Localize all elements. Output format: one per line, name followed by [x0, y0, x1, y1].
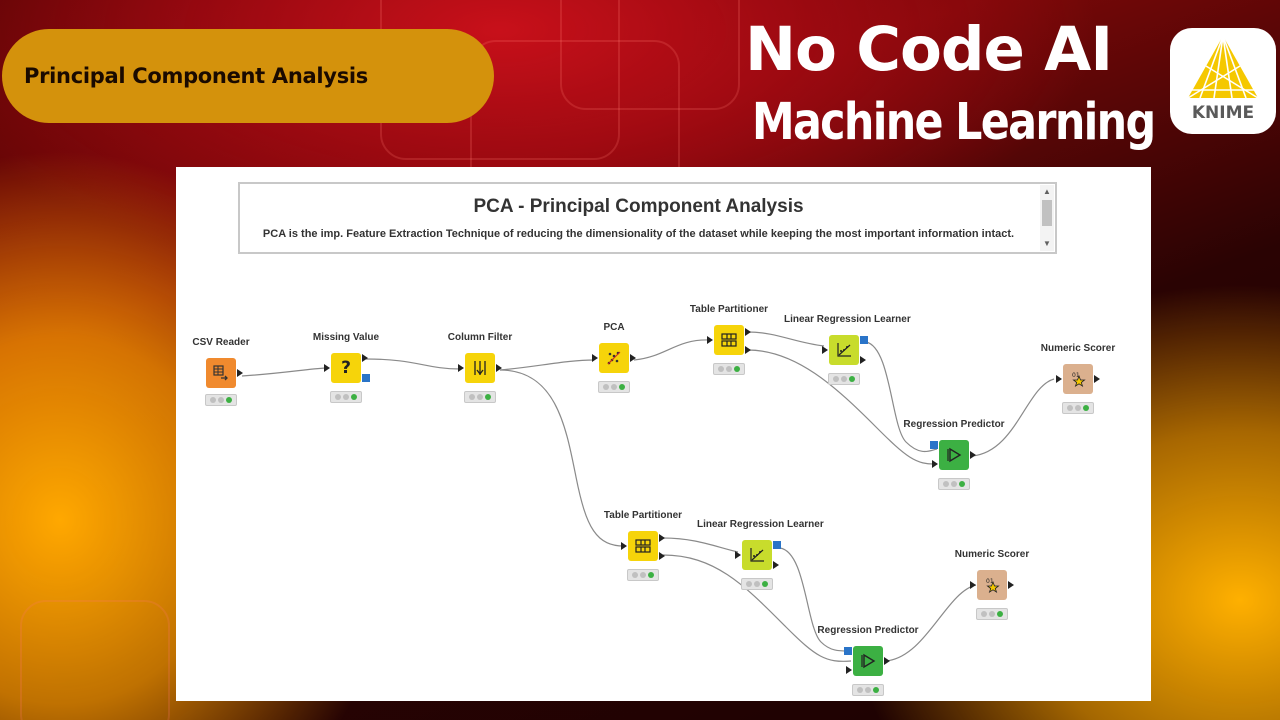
output-port-icon[interactable] [773, 561, 779, 569]
connection [365, 358, 461, 370]
input-port-icon[interactable] [822, 346, 828, 354]
output-port-icon[interactable] [630, 354, 636, 362]
model-port-icon[interactable] [860, 336, 868, 344]
connection [747, 349, 938, 465]
annotation-description: PCA is the imp. Feature Extraction Techn… [262, 228, 1015, 240]
node-status [464, 391, 496, 403]
node-label: Column Filter [447, 332, 513, 343]
input-port-icon[interactable] [458, 364, 464, 372]
node-status [330, 391, 362, 403]
node-status [713, 363, 745, 375]
input-port-icon[interactable] [932, 460, 938, 468]
model-port-icon[interactable] [362, 374, 370, 382]
scroll-thumb[interactable] [1042, 200, 1052, 226]
regression-chart-icon[interactable] [829, 335, 859, 365]
output-port-icon[interactable] [970, 451, 976, 459]
connection [779, 547, 852, 652]
node-label: Linear Regression Learner [697, 519, 824, 530]
node-status [852, 684, 884, 696]
svg-text:01: 01 [1072, 372, 1080, 379]
input-port-icon[interactable] [846, 666, 852, 674]
output-port-icon[interactable] [1008, 581, 1014, 589]
connection [747, 331, 825, 347]
input-port-icon[interactable] [735, 551, 741, 559]
input-port-icon[interactable] [592, 354, 598, 362]
scatter-dots-icon[interactable] [599, 343, 629, 373]
input-port-icon[interactable] [1056, 375, 1062, 383]
node-status [976, 608, 1008, 620]
node-status [741, 578, 773, 590]
play-triangle-icon[interactable] [853, 646, 883, 676]
model-port-icon[interactable] [773, 541, 781, 549]
node-status [205, 394, 237, 406]
input-port-icon[interactable] [707, 336, 713, 344]
node-label: Numeric Scorer [1040, 343, 1116, 354]
connection [499, 359, 595, 371]
node-label: Linear Regression Learner [784, 314, 911, 325]
input-port-icon[interactable] [324, 364, 330, 372]
knime-logo-text: KNIME [1191, 103, 1255, 123]
node-status [627, 569, 659, 581]
score-star-icon[interactable]: 01 [1063, 364, 1093, 394]
output-port-icon[interactable] [884, 657, 890, 665]
node-status [828, 373, 860, 385]
node-label: CSV Reader [192, 337, 250, 348]
node-label: PCA [603, 322, 625, 333]
scroll-up-icon[interactable]: ▲ [1043, 187, 1051, 196]
model-port-icon[interactable] [930, 441, 938, 449]
score-star-icon[interactable]: 01 [977, 570, 1007, 600]
output-port-icon[interactable] [659, 552, 665, 560]
node-label: Table Partitioner [689, 304, 769, 315]
node-label: Regression Predictor [817, 625, 919, 636]
background-decoration [560, 0, 740, 110]
model-port-icon[interactable] [844, 647, 852, 655]
node-label: Table Partitioner [603, 510, 683, 521]
output-port-icon[interactable] [237, 369, 243, 377]
workflow-connections [241, 331, 1055, 662]
grid-split-icon[interactable] [628, 531, 658, 561]
connection [885, 584, 977, 662]
svg-text:01: 01 [986, 578, 994, 585]
connection [865, 341, 938, 453]
node-label: Missing Value [312, 332, 380, 343]
grid-split-icon[interactable] [714, 325, 744, 355]
topic-label: Principal Component Analysis [24, 64, 368, 88]
connection [971, 378, 1055, 457]
node-status [1062, 402, 1094, 414]
node-label: Regression Predictor [903, 419, 1005, 430]
regression-chart-icon[interactable] [742, 540, 772, 570]
annotation-scrollbar[interactable]: ▲ ▼ [1040, 185, 1054, 251]
output-port-icon[interactable] [745, 346, 751, 354]
knime-logo: KNIME [1170, 28, 1276, 134]
connection [241, 367, 327, 377]
node-label: Numeric Scorer [954, 549, 1030, 560]
output-port-icon[interactable] [745, 328, 751, 336]
workflow-annotation[interactable]: PCA - Principal Component Analysis PCA i… [238, 182, 1057, 254]
annotation-title: PCA - Principal Component Analysis [473, 196, 804, 217]
node-status [938, 478, 970, 490]
output-port-icon[interactable] [1094, 375, 1100, 383]
play-triangle-icon[interactable] [939, 440, 969, 470]
input-port-icon[interactable] [970, 581, 976, 589]
workflow-canvas[interactable]: PCA - Principal Component Analysis PCA i… [176, 167, 1151, 701]
headline-title: No Code AI [745, 14, 1113, 85]
output-port-icon[interactable] [496, 364, 502, 372]
connection [633, 339, 710, 361]
column-filter-icon[interactable] [465, 353, 495, 383]
background-decoration [20, 600, 170, 720]
output-port-icon[interactable] [860, 356, 866, 364]
connection [662, 537, 739, 553]
output-port-icon[interactable] [362, 354, 368, 362]
headline-subtitle: Machine Learning [752, 93, 1156, 152]
node-status [598, 381, 630, 393]
connection [499, 369, 627, 547]
connection [662, 554, 852, 662]
scroll-down-icon[interactable]: ▼ [1043, 239, 1051, 248]
knime-triangle-icon [1187, 35, 1259, 99]
output-port-icon[interactable] [659, 534, 665, 542]
question-mark-icon[interactable]: ? [331, 353, 361, 383]
table-arrow-icon[interactable] [206, 358, 236, 388]
input-port-icon[interactable] [621, 542, 627, 550]
topic-pill: Principal Component Analysis [2, 29, 494, 123]
